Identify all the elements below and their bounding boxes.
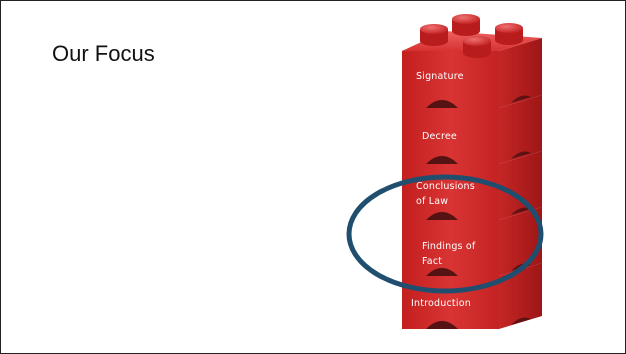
brick-label-findings-of-fact: Findings of Fact [422, 241, 476, 267]
stud [495, 23, 523, 45]
brick-introduction [402, 263, 542, 329]
slide-title: Our Focus [52, 41, 155, 66]
stud [452, 14, 480, 36]
brick-label-signature: Signature [416, 71, 464, 82]
brick-label-conclusions-of-law: Conclusions of Law [416, 181, 475, 207]
highlight-ring [346, 174, 544, 294]
brick-conclusions-of-law [402, 151, 542, 220]
brick-label-introduction: Introduction [411, 298, 471, 309]
stud [420, 24, 448, 46]
brick-studs [420, 14, 523, 58]
stud [463, 36, 491, 58]
brick-label-decree: Decree [422, 131, 457, 142]
brick-decree [402, 95, 542, 164]
